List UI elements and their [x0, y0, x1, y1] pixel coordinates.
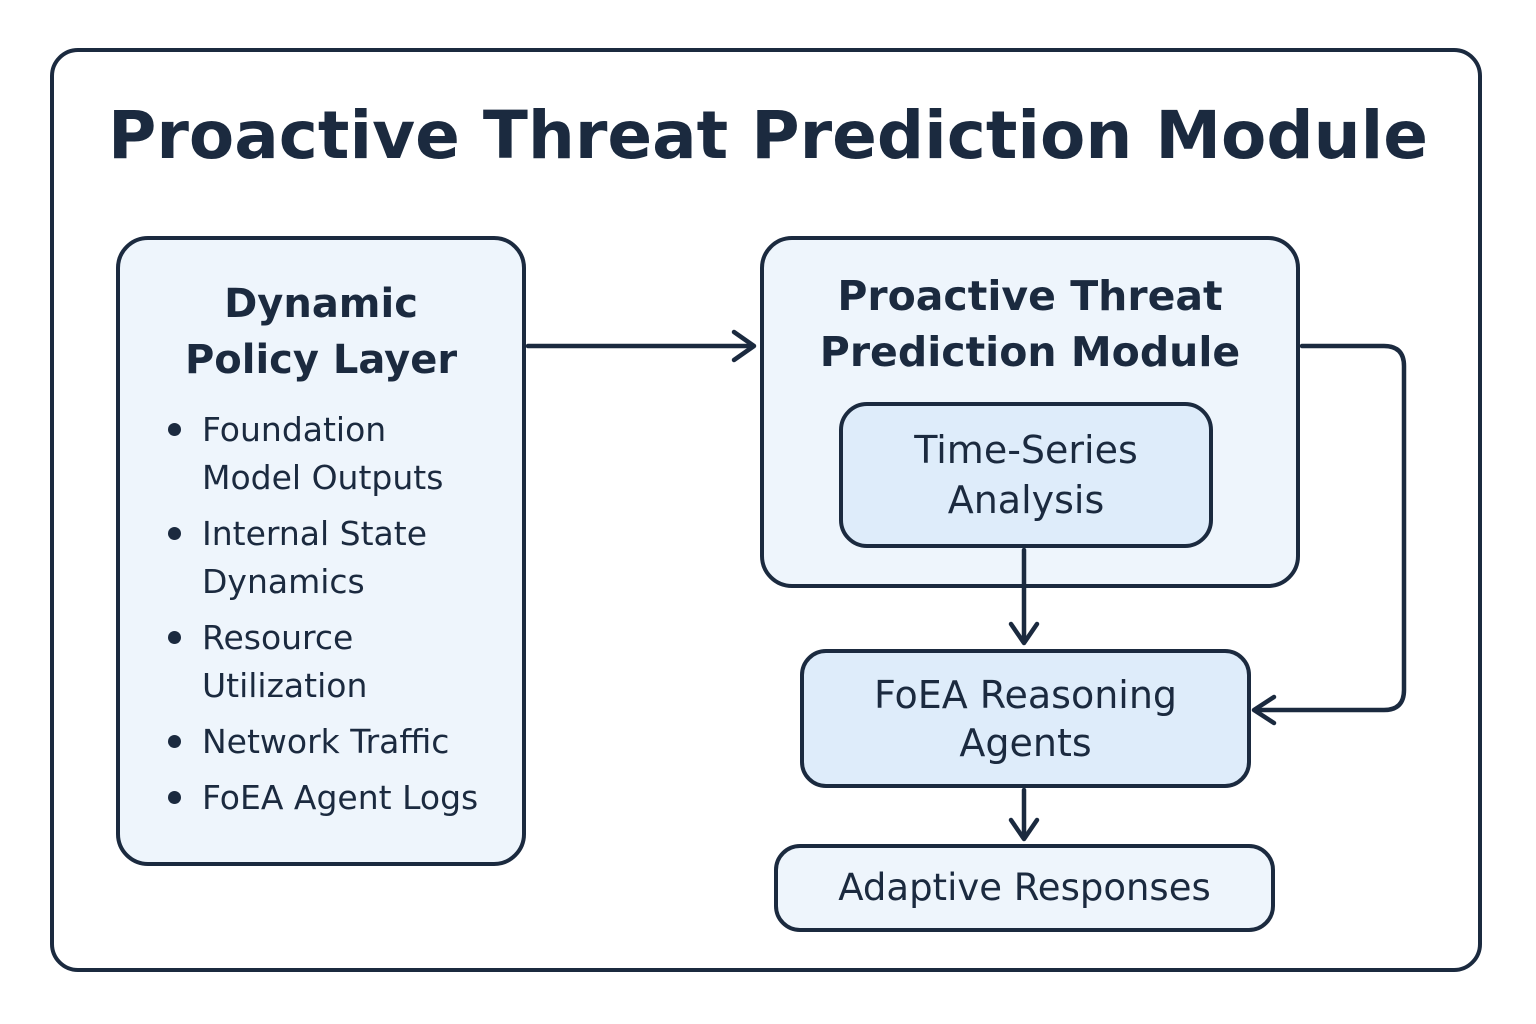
policy-layer-title: Dynamic Policy Layer [120, 276, 522, 388]
foea-reasoning-agents-label: FoEA Reasoning Agents [854, 671, 1197, 767]
list-item-line1: Network Traffic [202, 722, 450, 761]
bullet-icon [168, 631, 181, 644]
bullet-icon [168, 735, 181, 748]
prediction-module-title: Proactive Threat Prediction Module [764, 268, 1296, 380]
adaptive-responses-label: Adaptive Responses [838, 866, 1211, 909]
time-series-analysis-label: Time-Series Analysis [894, 425, 1158, 525]
list-item-resource-utilization: Resource Utilization [120, 614, 522, 710]
foea-label-line1: FoEA Reasoning [873, 672, 1178, 717]
prediction-module-title-line2: Prediction Module [819, 328, 1241, 376]
bullet-icon [168, 423, 181, 436]
diagram-title: Proactive Threat Prediction Module [107, 97, 1429, 174]
list-item-line1: Resource [202, 618, 354, 657]
list-item-foea-agent-logs: FoEA Agent Logs [120, 774, 522, 822]
list-item-line2: Model Outputs [202, 458, 444, 497]
adaptive-responses-box: Adaptive Responses [774, 844, 1275, 932]
list-item-line1: Internal State [202, 514, 428, 553]
policy-layer-title-line2: Policy Layer [184, 337, 458, 383]
bullet-icon [168, 527, 181, 540]
list-item-line1: FoEA Agent Logs [202, 778, 479, 817]
diagram-frame [50, 48, 1482, 972]
prediction-module-title-line1: Proactive Threat [837, 272, 1223, 320]
foea-label-line2: Agents [959, 720, 1092, 765]
foea-reasoning-agents-box: FoEA Reasoning Agents [800, 649, 1251, 788]
dynamic-policy-layer-box: Dynamic Policy Layer Foundation Model Ou… [116, 236, 526, 866]
list-item-line1: Foundation [202, 410, 387, 449]
list-item-line2: Utilization [202, 666, 368, 705]
list-item-network-traffic: Network Traffic [120, 718, 522, 766]
list-item-foundation-model-outputs: Foundation Model Outputs [120, 406, 522, 502]
time-series-label-line1: Time-Series [914, 428, 1138, 472]
time-series-analysis-box: Time-Series Analysis [839, 402, 1213, 548]
list-item-internal-state-dynamics: Internal State Dynamics [120, 510, 522, 606]
policy-layer-title-line1: Dynamic [224, 281, 418, 327]
bullet-icon [168, 791, 181, 804]
policy-input-list: Foundation Model Outputs Internal State … [120, 406, 522, 822]
list-item-line2: Dynamics [202, 562, 365, 601]
time-series-label-line2: Analysis [947, 478, 1105, 522]
